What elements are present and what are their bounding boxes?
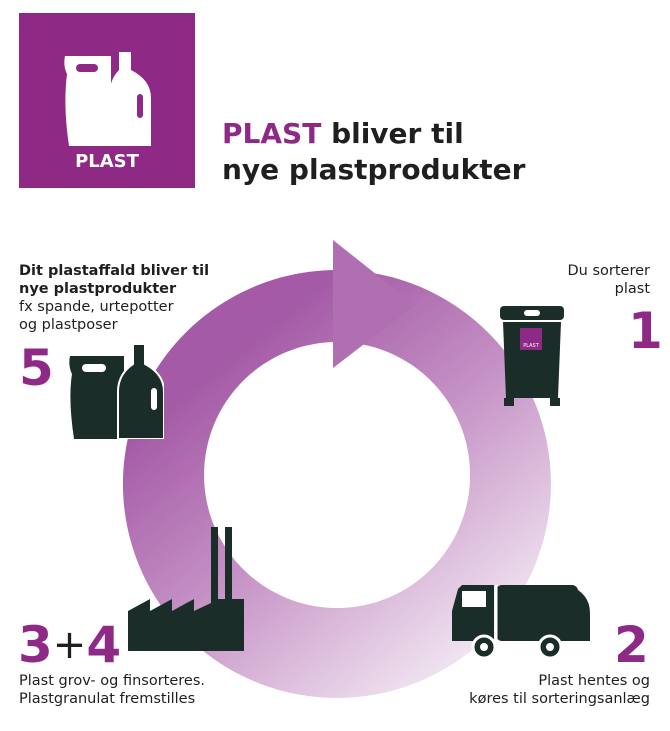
step-2-text: Plast hentes og køres til sorteringsanlæ… xyxy=(430,672,650,708)
step-5-number: 5 xyxy=(19,339,54,397)
waste-bin-icon: PLAST xyxy=(500,306,564,406)
bag-and-bottle-icon xyxy=(69,344,164,439)
bag-and-bottle-icon xyxy=(64,52,151,146)
title-rest: bliver til xyxy=(331,117,464,150)
badge-label: PLAST xyxy=(75,151,139,172)
step-2-line1: Plast hentes og xyxy=(538,673,650,689)
garbage-truck-icon xyxy=(452,585,590,660)
plus-sign: + xyxy=(52,622,87,668)
step-3-4-text: Plast grov- og finsorteres. Plastgranula… xyxy=(19,672,259,708)
bin-label: PLAST xyxy=(523,343,540,349)
plast-category-badge: PLAST xyxy=(19,13,195,188)
step-1-line2: plast xyxy=(614,281,650,297)
step-5-line4: og plastposer xyxy=(19,317,118,333)
step-3-4-number: 3+4 xyxy=(18,620,121,670)
step-2-line2: køres til sorteringsanlæg xyxy=(469,691,650,707)
step-4-number: 4 xyxy=(86,616,122,674)
step-5-bold1: Dit plastaffald bliver til xyxy=(19,263,210,279)
step-3-number: 3 xyxy=(18,616,53,674)
title-line2: nye plastprodukter xyxy=(222,153,526,186)
step-1-number: 1 xyxy=(628,302,663,360)
step-3-4-line2: Plastgranulat fremstilles xyxy=(19,691,196,707)
page-title: PLAST bliver til nye plastprodukter xyxy=(222,116,525,188)
title-accent: PLAST xyxy=(222,117,322,150)
step-5-line3: fx spande, urtepotter xyxy=(19,299,174,315)
factory-icon xyxy=(128,527,244,651)
step-5-bold2: nye plastprodukter xyxy=(19,281,177,297)
step-2-number: 2 xyxy=(614,616,649,674)
step-3-4-line1: Plast grov- og finsorteres. xyxy=(19,673,205,689)
step-5-text: Dit plastaffald bliver til nye plastprod… xyxy=(19,262,219,334)
step-1-text: Du sorterer plast xyxy=(520,262,650,298)
step-1-line1: Du sorterer xyxy=(567,263,650,279)
